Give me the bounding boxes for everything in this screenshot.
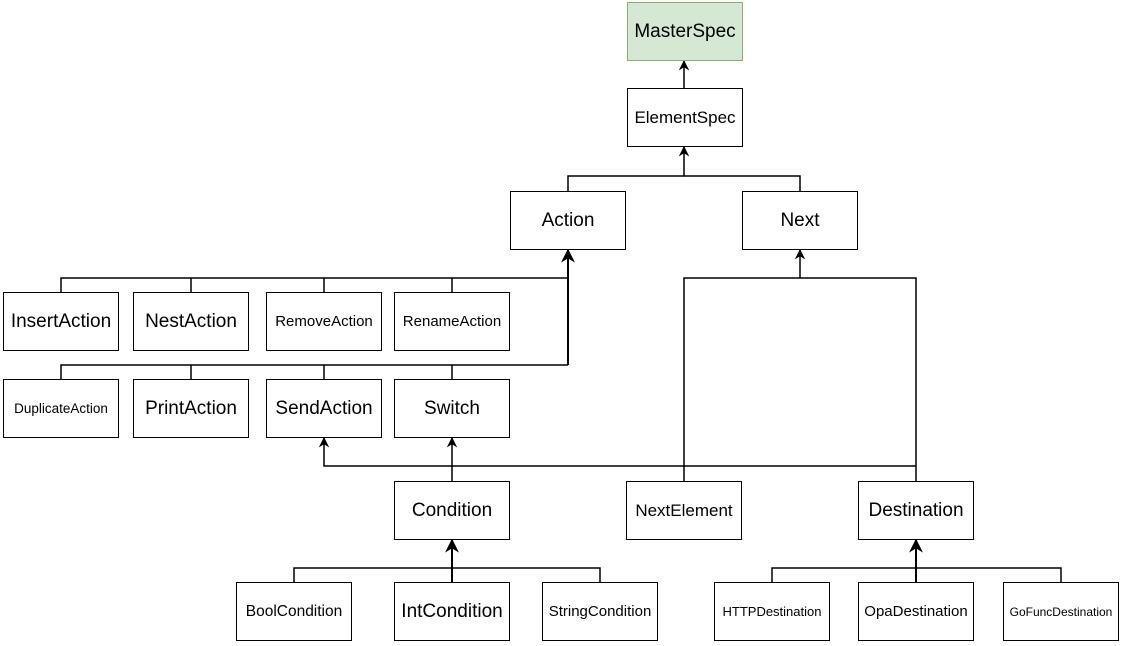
node-print-action[interactable]: PrintAction <box>133 379 249 438</box>
node-insert-action[interactable]: InsertAction <box>3 292 119 351</box>
node-condition[interactable]: Condition <box>394 481 510 540</box>
node-duplicate-action[interactable]: DuplicateAction <box>3 379 119 438</box>
node-action[interactable]: Action <box>510 191 626 250</box>
edge-destination-sendaction <box>318 436 916 467</box>
edge-nextelement-next <box>683 277 917 481</box>
node-gofunc-destination[interactable]: GoFuncDestination <box>1003 582 1119 641</box>
node-next[interactable]: Next <box>742 191 858 250</box>
edge-next-elementspec <box>684 175 801 191</box>
edge-insertaction-action <box>60 277 568 292</box>
edge-duplicateaction-action <box>60 364 568 379</box>
node-element-spec[interactable]: ElementSpec <box>627 88 743 147</box>
node-opa-destination[interactable]: OpaDestination <box>858 582 974 641</box>
node-master-spec[interactable]: MasterSpec <box>627 2 743 61</box>
node-rename-action[interactable]: RenameAction <box>394 292 510 351</box>
node-destination[interactable]: Destination <box>858 481 974 540</box>
edge-action-elementspec <box>567 145 690 191</box>
node-int-condition[interactable]: IntCondition <box>394 582 510 641</box>
node-nest-action[interactable]: NestAction <box>133 292 249 351</box>
node-remove-action[interactable]: RemoveAction <box>266 292 382 351</box>
node-http-destination[interactable]: HTTPDestination <box>714 582 830 641</box>
node-bool-condition[interactable]: BoolCondition <box>236 582 352 641</box>
node-string-condition[interactable]: StringCondition <box>542 582 658 641</box>
node-send-action[interactable]: SendAction <box>266 379 382 438</box>
node-next-element[interactable]: NextElement <box>626 481 742 540</box>
node-switch[interactable]: Switch <box>394 379 510 438</box>
edge-boolcondition-condition <box>293 567 601 582</box>
